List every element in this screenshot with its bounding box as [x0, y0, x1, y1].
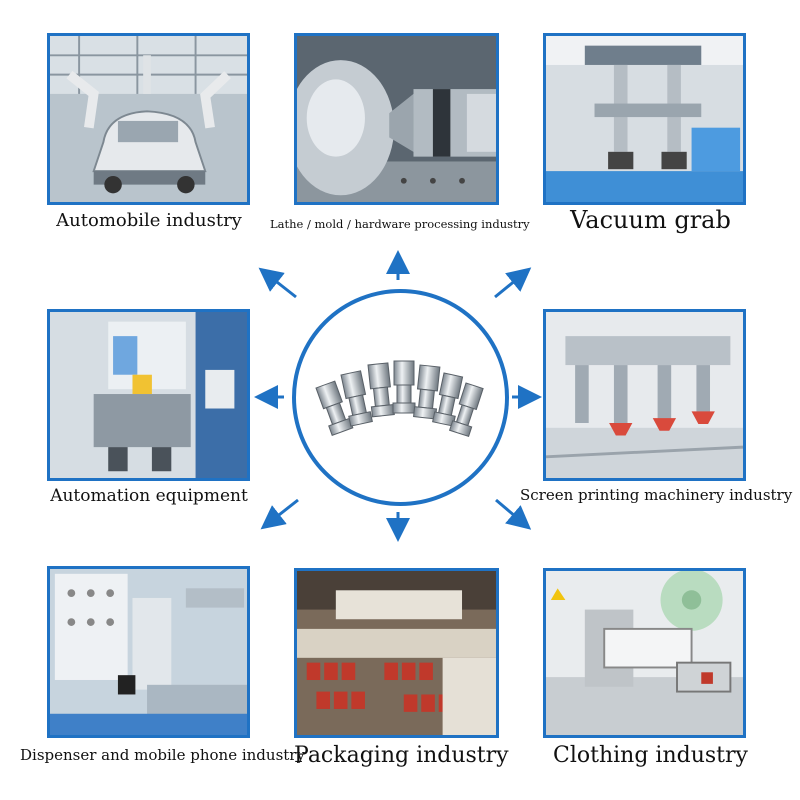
center-product-ring — [292, 289, 509, 506]
caption-packaging: Packaging industry — [294, 743, 509, 768]
arrow-up-left-icon — [258, 267, 297, 299]
arrow-up-right-icon — [494, 267, 532, 299]
panel-clothing — [543, 568, 746, 738]
caption-automobile-industry: Automobile industry — [56, 210, 242, 231]
caption-dispenser: Dispenser and mobile phone industry — [20, 746, 305, 764]
caption-vacuum-grab: Vacuum grab — [570, 206, 731, 234]
vacuum-gripper-icon — [546, 36, 743, 202]
panel-packaging — [294, 568, 499, 738]
arrow-down-left-icon — [260, 498, 299, 530]
caption-screen-printing: Screen printing machinery industry — [520, 486, 793, 504]
stainless-steel-quick-couplers-icon — [315, 360, 484, 438]
caption-automation-equipment: Automation equipment — [50, 486, 248, 506]
screen-printing-machine-icon — [546, 312, 743, 478]
lathe-machining-icon — [297, 36, 496, 202]
automation-cylinder-icon — [50, 312, 247, 478]
dispenser-machine-icon — [50, 569, 247, 735]
panel-screen-printing — [543, 309, 746, 481]
car-assembly-robots-icon — [50, 36, 247, 202]
panel-lathe-industry — [294, 33, 499, 205]
panel-vacuum-grab — [543, 33, 746, 205]
packaging-line-icon — [297, 571, 496, 735]
caption-lathe-industry: Lathe / mold / hardware processing indus… — [270, 217, 530, 231]
arrow-down-right-icon — [495, 498, 532, 530]
sewing-machine-icon — [546, 571, 743, 735]
caption-clothing: Clothing industry — [553, 743, 748, 768]
panel-dispenser — [47, 566, 250, 738]
panel-automation-equipment — [47, 309, 250, 481]
panel-automobile-industry — [47, 33, 250, 205]
